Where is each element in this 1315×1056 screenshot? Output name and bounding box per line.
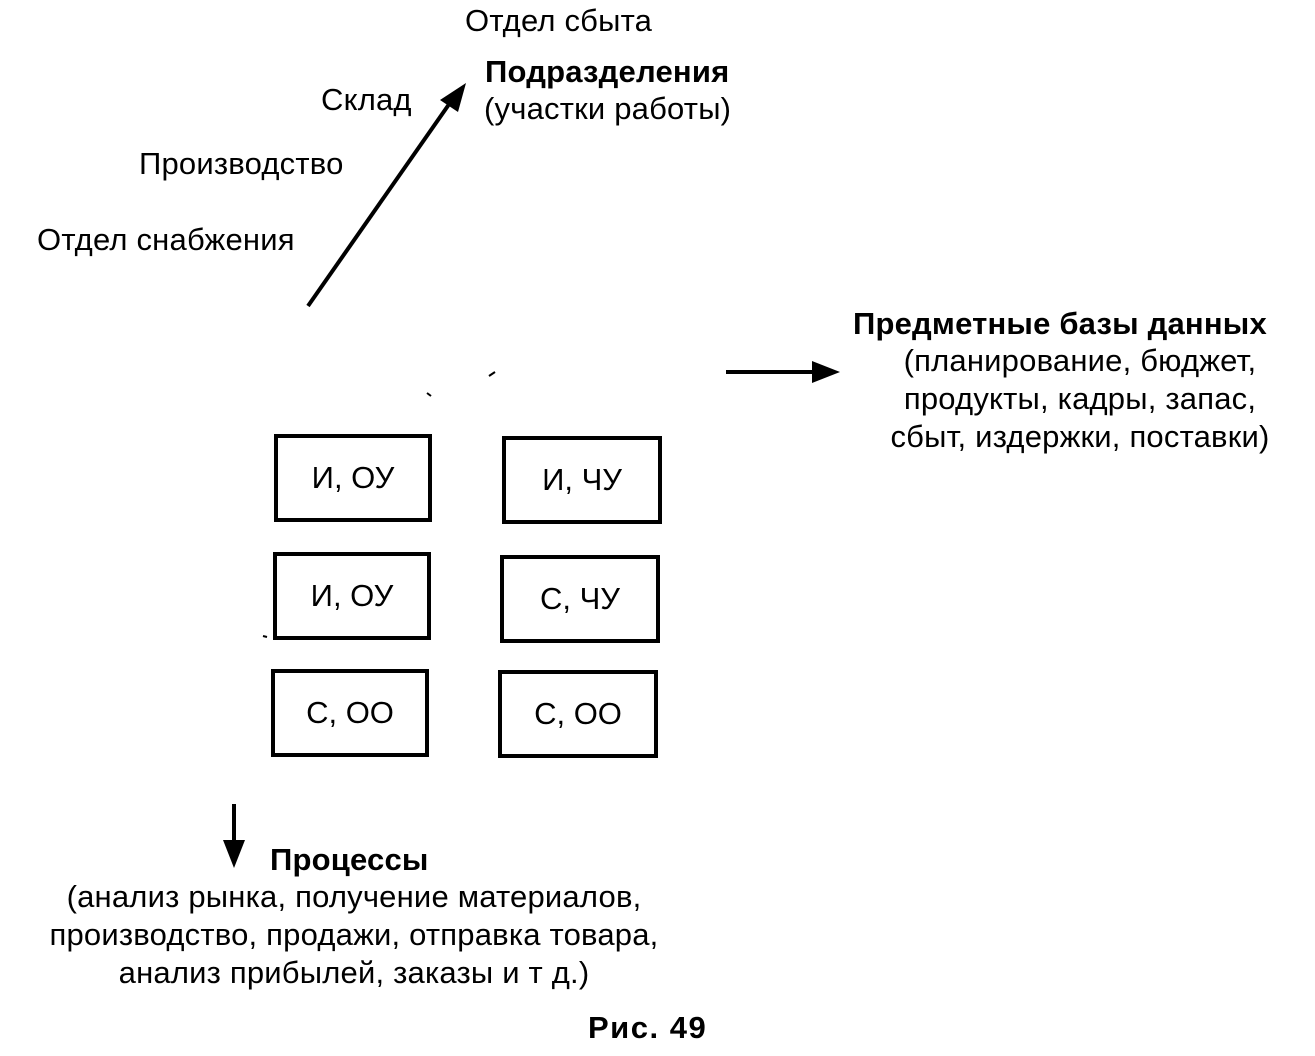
cell-box: С, ОО [498, 670, 658, 758]
scan-speck [488, 371, 496, 377]
databases-line: продукты, кадры, запас, [903, 381, 1257, 416]
cell-box: И, ЧУ [502, 436, 662, 524]
databases-arrow-head [812, 361, 840, 383]
processes-title: Процессы [270, 842, 429, 877]
databases-description: (планирование, бюджет, продукты, кадры, … [850, 342, 1310, 456]
processes-line: анализ прибылей, заказы и т д.) [118, 955, 590, 990]
processes-description: (анализ рынка, получение материалов, про… [0, 878, 708, 992]
department-production: Производство [139, 146, 344, 181]
department-supply: Отдел снабжения [37, 222, 295, 257]
processes-line: производство, продажи, отправка товара, [49, 917, 659, 952]
figure-caption: Рис. 49 [588, 1010, 708, 1045]
departments-axis-arrow [306, 98, 454, 308]
cell-box: И, ОУ [273, 552, 431, 640]
databases-title: Предметные базы данных [853, 306, 1267, 341]
cell-box: И, ОУ [274, 434, 432, 522]
processes-line: (анализ рынка, получение материалов, [66, 879, 642, 914]
cell-box: С, ЧУ [500, 555, 660, 643]
scan-speck [426, 392, 432, 397]
databases-line: сбыт, издержки, поставки) [890, 419, 1270, 454]
departments-title: Подразделения [485, 54, 730, 89]
department-sales: Отдел сбыта [465, 3, 653, 38]
databases-line: (планирование, бюджет, [903, 343, 1257, 378]
scan-speck [262, 635, 268, 638]
departments-arrow-head [440, 83, 466, 112]
cell-box: С, ОО [271, 669, 429, 757]
departments-subtitle: (участки работы) [484, 91, 732, 126]
processes-arrow-head [223, 840, 245, 868]
department-warehouse: Склад [321, 82, 412, 117]
